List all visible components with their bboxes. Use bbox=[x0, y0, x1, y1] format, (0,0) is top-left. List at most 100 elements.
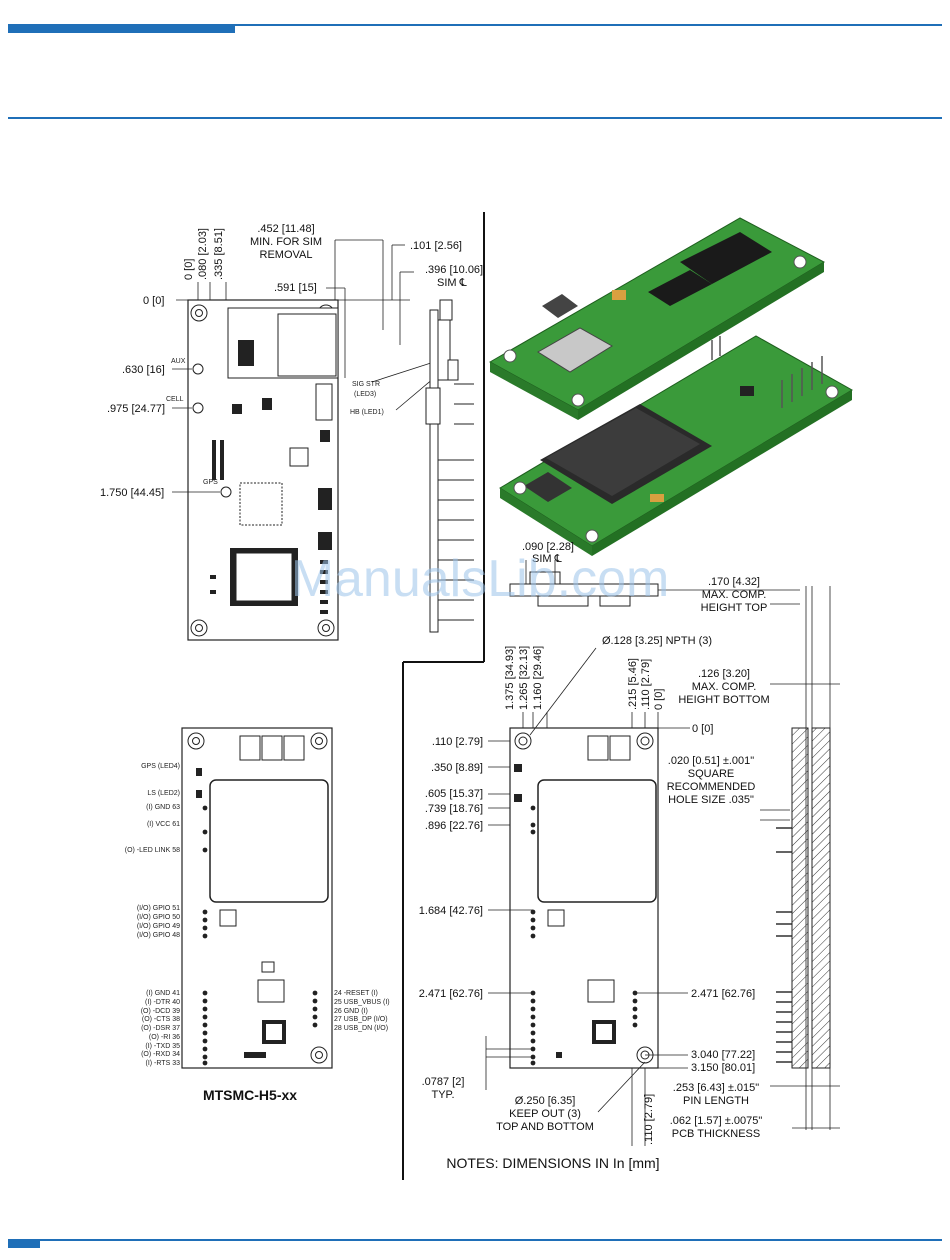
vert-110: .110 [2.79] bbox=[640, 659, 652, 710]
dim-left-2: .605 [15.37] bbox=[425, 788, 483, 800]
square-line4: HOLE SIZE .035" bbox=[668, 794, 754, 806]
dim-left-5: 1.684 [42.76] bbox=[419, 905, 483, 917]
vert-080: .080 [2.03] bbox=[197, 228, 209, 280]
dim-630: .630 [16] bbox=[122, 364, 165, 376]
hb-led-label: HB (LED1) bbox=[350, 409, 384, 416]
pcb-thick-dim: .062 [1.57] ±.0075" bbox=[670, 1115, 763, 1127]
watermark-text: ManualsLib.com bbox=[291, 550, 670, 608]
pin-label: (I/O) GPIO 51 bbox=[137, 905, 180, 912]
keepout-line3: TOP AND BOTTOM bbox=[496, 1121, 594, 1133]
sig-str-line1: SIG STR bbox=[352, 381, 380, 388]
header-rule bbox=[8, 24, 942, 26]
square-line1: .020 [0.51] ±.001" bbox=[668, 755, 754, 767]
footer-accent-bar bbox=[8, 1239, 40, 1248]
dim-left-6: 2.471 [62.76] bbox=[419, 988, 483, 1000]
pin-label: (I/O) GPIO 50 bbox=[137, 914, 180, 921]
footer-rule bbox=[8, 1239, 942, 1241]
edge-view-pins bbox=[760, 586, 840, 1130]
pin-label: 25 USB_VBUS (I) bbox=[334, 999, 390, 1006]
dim-left-0: .110 [2.79] bbox=[432, 736, 483, 748]
vert-1160: 1.160 [29.46] bbox=[532, 646, 544, 710]
dim-975: .975 [24.77] bbox=[107, 403, 165, 415]
typ-dim: .0787 [2] bbox=[422, 1076, 465, 1088]
pin-label: (I) VCC 61 bbox=[147, 821, 180, 828]
sim-removal-line2: MIN. FOR SIM bbox=[250, 236, 322, 248]
dim-right-2471: 2.471 [62.76] bbox=[691, 988, 755, 1000]
dim-591: .591 [15] bbox=[274, 282, 317, 294]
side-profile-top bbox=[425, 299, 474, 633]
bottom-origin: 0 [0] bbox=[692, 723, 713, 735]
pin-label: (I/O) GPIO 49 bbox=[137, 923, 180, 930]
cell-label: CELL bbox=[166, 396, 184, 403]
pcb-thick-label: PCB THICKNESS bbox=[672, 1128, 760, 1140]
dim-left-4: .896 [22.76] bbox=[425, 820, 483, 832]
typ-label: TYP. bbox=[431, 1089, 454, 1101]
board-render-bottom bbox=[499, 335, 853, 556]
pin-label: (I) GND 41 bbox=[146, 990, 180, 997]
side-view-horizontal bbox=[509, 560, 800, 607]
pin-label: (I) -RTS 33 bbox=[146, 1060, 181, 1067]
pin-label: (I/O) GPIO 48 bbox=[137, 932, 180, 939]
keepout-line1: Ø.250 [6.35] bbox=[515, 1095, 576, 1107]
dim-left-1: .350 [8.89] bbox=[431, 762, 483, 774]
pin-label: 26 GND (I) bbox=[334, 1008, 368, 1015]
max-bottom-line3: HEIGHT BOTTOM bbox=[678, 694, 769, 706]
pin-label: 24 -RESET (I) bbox=[334, 990, 378, 997]
pin-label: GPS (LED4) bbox=[141, 763, 180, 770]
pin-label: LS (LED2) bbox=[147, 790, 180, 797]
pinout-left-labels: GPS (LED4) LS (LED2) (I) GND 63 (I) VCC … bbox=[125, 763, 180, 1067]
vert-1375: 1.375 [34.93] bbox=[504, 646, 516, 710]
npth-label: Ø.128 [3.25] NPTH (3) bbox=[602, 635, 712, 647]
max-bottom-line1: .126 [3.20] bbox=[698, 668, 750, 680]
vert-0-right: 0 [0] bbox=[653, 689, 665, 710]
keepout-line2: KEEP OUT (3) bbox=[509, 1108, 581, 1120]
bottom-view-dim-lines bbox=[485, 647, 690, 1146]
vert-1265: 1.265 [32.13] bbox=[518, 646, 530, 710]
dim-left-3: .739 [18.76] bbox=[425, 803, 483, 815]
bottom-view-board bbox=[509, 727, 659, 1069]
bottom-view-labels: Ø.128 [3.25] NPTH (3) 1.375 [34.93] 1.26… bbox=[419, 635, 755, 1145]
model-label: MTSMC-H5-xx bbox=[203, 1087, 297, 1103]
board-render-top bbox=[488, 217, 826, 420]
vert-335: .335 [8.51] bbox=[213, 228, 225, 280]
pin-length-dim: .253 [6.43] ±.015" bbox=[673, 1082, 759, 1094]
sim-cl-dim: .396 [10.06] bbox=[425, 264, 483, 276]
pin-label: 27 USB_DP (I/O) bbox=[334, 1016, 388, 1023]
pinout-right-labels: 24 -RESET (I) 25 USB_VBUS (I) 26 GND (I)… bbox=[334, 990, 390, 1032]
sim-cl-label: SIM ℄ bbox=[437, 277, 467, 289]
pin-label: 28 USB_DN (I/O) bbox=[334, 1025, 388, 1032]
section-dividers bbox=[402, 212, 485, 1180]
max-top-line1: .170 [4.32] bbox=[708, 576, 760, 588]
sim-cl2-label: SIM ℄ bbox=[532, 553, 562, 565]
max-top-line2: MAX. COMP. bbox=[702, 589, 767, 601]
square-line2: SQUARE bbox=[688, 768, 734, 780]
dim-3150: 3.150 [80.01] bbox=[691, 1062, 755, 1074]
sim-removal-line3: REMOVAL bbox=[260, 249, 313, 261]
top-view-labels: .452 [11.48] MIN. FOR SIM REMOVAL .101 [… bbox=[100, 223, 483, 499]
dim-3040: 3.040 [77.22] bbox=[691, 1049, 755, 1061]
side-view-labels: .090 [2.28] SIM ℄ .170 [4.32] MAX. COMP.… bbox=[522, 541, 770, 1140]
dim-1750: 1.750 [44.45] bbox=[100, 487, 164, 499]
max-top-line3: HEIGHT TOP bbox=[701, 602, 768, 614]
vert-215: .215 [5.46] bbox=[627, 658, 639, 710]
square-line3: RECOMMENDED bbox=[667, 781, 756, 793]
pin-label: (O) -LED LINK 58 bbox=[125, 847, 180, 854]
bottom-110: .110 [2.79] bbox=[643, 1094, 655, 1145]
sim-removal-line1: .452 [11.48] bbox=[257, 223, 314, 235]
header-rule-lower bbox=[8, 117, 942, 119]
dimensions-note: NOTES: DIMENSIONS IN In [mm] bbox=[446, 1155, 659, 1171]
sig-str-line2: (LED3) bbox=[354, 391, 376, 398]
aux-label: AUX bbox=[171, 358, 186, 365]
dim-101: .101 [2.56] bbox=[410, 240, 462, 252]
gps-label: GPS bbox=[203, 479, 218, 486]
pin-label: (I) -DTR 40 bbox=[145, 999, 180, 1006]
pin-label: (I) -TXD 35 bbox=[145, 1043, 180, 1050]
top-origin: 0 [0] bbox=[143, 295, 164, 307]
header-accent-bar bbox=[8, 24, 235, 33]
top-view-dim-lines bbox=[172, 239, 435, 493]
pin-label: (O) -RXD 34 bbox=[141, 1051, 180, 1058]
pin-label: (O) -DCD 39 bbox=[141, 1008, 180, 1015]
pinout-board bbox=[181, 727, 333, 1069]
sim-cl2-dim: .090 [2.28] bbox=[522, 541, 574, 553]
